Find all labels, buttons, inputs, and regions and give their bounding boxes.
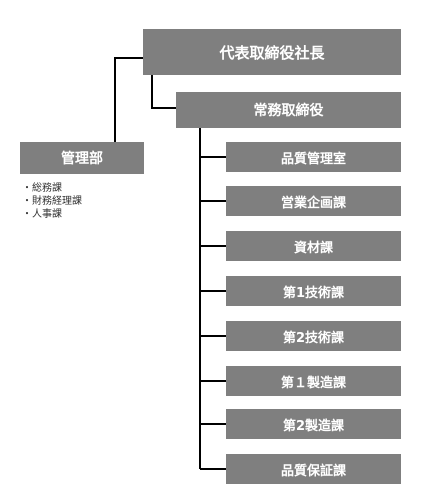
dept-sales-planning-box: 営業企画課 bbox=[226, 186, 401, 216]
dept-manufacturing-1-box: 第１製造課 bbox=[226, 366, 401, 396]
dept-engineering-1-box: 第1技術課 bbox=[226, 276, 401, 306]
dept-quality-assurance-box: 品質保証課 bbox=[226, 454, 401, 484]
admin-section-finance-accounting: ・財務経理課 bbox=[22, 196, 82, 207]
connector-president-managing bbox=[151, 75, 176, 109]
managing-director-box: 常務取締役 bbox=[176, 92, 401, 128]
administration-box: 管理部 bbox=[20, 142, 144, 174]
president-box: 代表取締役社長 bbox=[143, 29, 401, 75]
dept-materials-box: 資材課 bbox=[226, 231, 401, 261]
admin-section-general-affairs: ・総務課 bbox=[22, 183, 62, 194]
dept-manufacturing-2-box: 第2製造課 bbox=[226, 409, 401, 439]
administration-section-list: ・総務課 ・財務経理課 ・人事課 bbox=[22, 182, 82, 221]
dept-quality-management-box: 品質管理室 bbox=[226, 142, 401, 172]
admin-section-human-resources: ・人事課 bbox=[22, 209, 62, 220]
connector-president-admin bbox=[114, 57, 143, 142]
dept-engineering-2-box: 第2技術課 bbox=[226, 321, 401, 351]
